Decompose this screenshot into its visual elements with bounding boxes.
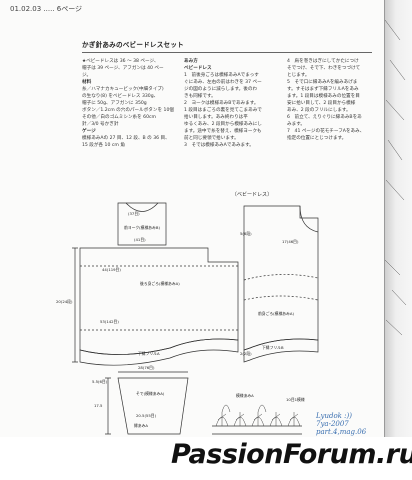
text-line: ジの図のように減らします。後のわ xyxy=(184,87,258,92)
title-rule xyxy=(82,52,372,53)
watermark-line: part.4,mag.06 xyxy=(316,428,367,436)
text-line: 3 そでは模様あみAであみます。 xyxy=(184,143,254,148)
text-line: あみ、2 段のフリルにします。 xyxy=(287,108,351,113)
label-body: 後ろ身ごろ(模様あみA) xyxy=(140,281,180,286)
label-row: 17.5 xyxy=(94,403,103,408)
page-header: 01.02.03 ..... 6ページ xyxy=(10,5,83,13)
label-row: (41目) xyxy=(134,237,146,242)
watermark: Lyudok :)) 7ya-2007 part.4,mag.06 xyxy=(316,412,366,436)
label-frill: 下縁フリルA xyxy=(138,351,160,356)
page-edge xyxy=(384,0,385,480)
section-heading: あみ方 xyxy=(184,59,198,64)
text-line: 安に拾い目して、2 段目から模様 xyxy=(287,101,356,106)
label-sleeve-width: 28(76目) xyxy=(138,365,155,370)
text-line: 帽子に 50g、アフガンに 350g xyxy=(82,101,147,106)
text-line: 4 肩を巻きはぎにしてかたにつけ xyxy=(287,59,359,64)
text-line: 7 41 ページの花モチーフAをあみ、 xyxy=(287,129,365,134)
instructions-column: あみ方 ベビードレス 1 前後身ごろは模様あみAでまっす ぐにあみ、左右の前はわ… xyxy=(184,58,262,149)
text-line: 15 段が各 10 cm 角 xyxy=(82,143,125,148)
side-chart xyxy=(384,19,407,336)
magazine-page xyxy=(0,0,385,480)
article-title: かぎ針あみのベビードレスセット xyxy=(82,41,184,49)
watermark-line: 7ya-2007 xyxy=(316,420,349,428)
label-body: 前身ごろ(模様あみA) xyxy=(258,311,294,316)
text-line: ゆるくあみ、2 段目から模様あみにし xyxy=(184,122,262,127)
label-frill: 下縁フリルB xyxy=(262,345,284,350)
text-line: ボタン／1.2cm の穴のパールボタンを 10個 xyxy=(82,108,174,113)
stitch-chart-base xyxy=(212,425,302,435)
text-line: とじます。 xyxy=(287,73,310,78)
label-yoke: 前ヨーク(模様あみB) xyxy=(124,225,160,230)
front-neck xyxy=(299,205,319,233)
footer-band xyxy=(0,437,412,480)
text-line: ぐにあみ、左右の前はわきを 37 ペー xyxy=(184,80,262,85)
text-line: 帽子は 39 ページ、アフガンは 40 ペー xyxy=(82,66,164,71)
frill-a xyxy=(79,338,239,366)
book-gutter xyxy=(385,0,412,480)
text-line: 指定の位置にとじつけます。 xyxy=(287,136,347,141)
text-line: 5 そで口に縁あみAを編みあげま xyxy=(287,80,358,85)
text-line: みます。 xyxy=(287,122,305,127)
label-chart: 模様あみA xyxy=(236,393,254,398)
label-row: 2(2段) xyxy=(240,351,252,356)
section-heading: ゲージ xyxy=(82,129,96,134)
label-repeat: 10目1模様 xyxy=(286,397,305,402)
label-sleeve: そで(模様あみA) xyxy=(136,391,165,396)
text-line: 前と同じ要領で拾います。 xyxy=(184,136,239,141)
section-heading: ベビードレス xyxy=(184,66,212,71)
front-body-outline xyxy=(243,205,319,351)
label-row: 5.5(6目) xyxy=(92,379,108,384)
text-line: 6 前立て、えりぐりに縁あみBをあ xyxy=(287,115,362,120)
text-line: きも同様です。 xyxy=(184,94,216,99)
text-line: そでつけ、そで下、わきをつづけて xyxy=(287,66,361,71)
label-row: 17(46目) xyxy=(282,239,299,244)
text-line: ます。1 段目は模様あみの位置を目 xyxy=(287,94,360,99)
site-watermark: PassionForum.ru xyxy=(171,439,412,470)
label-row: 53(142目) xyxy=(100,319,119,324)
text-line: 2 ヨークは模様あみBであみます。 xyxy=(184,101,259,106)
diagram-title: 〔ベビードレス〕 xyxy=(232,192,273,198)
text-line: 拾い目します。あみ終わりは平 xyxy=(184,115,248,120)
label-row: 5(6段) xyxy=(240,231,252,236)
yoke-neck xyxy=(125,202,159,212)
text-line: ジ。 xyxy=(82,73,92,78)
text-line: 糸／ハマナカキュービック(中細タイプ) xyxy=(82,87,164,92)
label-row: 20.5(55目) xyxy=(136,413,157,418)
watermark-line: Lyudok :)) xyxy=(316,412,352,420)
text-line: す。すそはまず下縁フリルAをあみ xyxy=(287,87,359,92)
text-line: 模様あみAの 27 目、12 段、B の 36 目、 xyxy=(82,136,170,141)
label-row: (37目) xyxy=(128,211,140,216)
text-line: 1 段目はまごろの裏を見てこまあみで xyxy=(184,108,262,113)
text-line: ★ベビードレスは 36 ～ 38 ページ、 xyxy=(82,59,159,64)
text-line: 針／3/0 号かぎ針 xyxy=(82,122,119,127)
instructions-column-2: 4 肩を巻きはぎにしてかたにつけ そでつけ、そで下、わきをつづけて とじます。 … xyxy=(287,58,364,142)
label-row: 44(119目) xyxy=(102,267,121,272)
label-cuff: 縁あみA xyxy=(134,423,148,428)
frill-b xyxy=(243,338,319,363)
label-row: 20(24段) xyxy=(56,299,73,304)
text-line: の生なり(8) をベビードレス 330g、 xyxy=(82,94,159,99)
back-body-outline xyxy=(79,247,239,355)
section-heading: 材料 xyxy=(82,80,92,85)
text-line: その他／白のゴムミシン糸を 60cm xyxy=(82,115,157,120)
materials-column: ★ベビードレスは 36 ～ 38 ページ、 帽子は 39 ページ、アフガンは 4… xyxy=(82,58,174,149)
text-line: 1 前後身ごろは模様あみAでまっす xyxy=(184,73,259,78)
sleeve-outline xyxy=(117,377,189,435)
yoke-outline xyxy=(117,202,167,246)
stitch-chart-fans xyxy=(215,404,301,427)
text-line: ます。途中で糸を替え、模様ヨークも xyxy=(184,129,262,134)
